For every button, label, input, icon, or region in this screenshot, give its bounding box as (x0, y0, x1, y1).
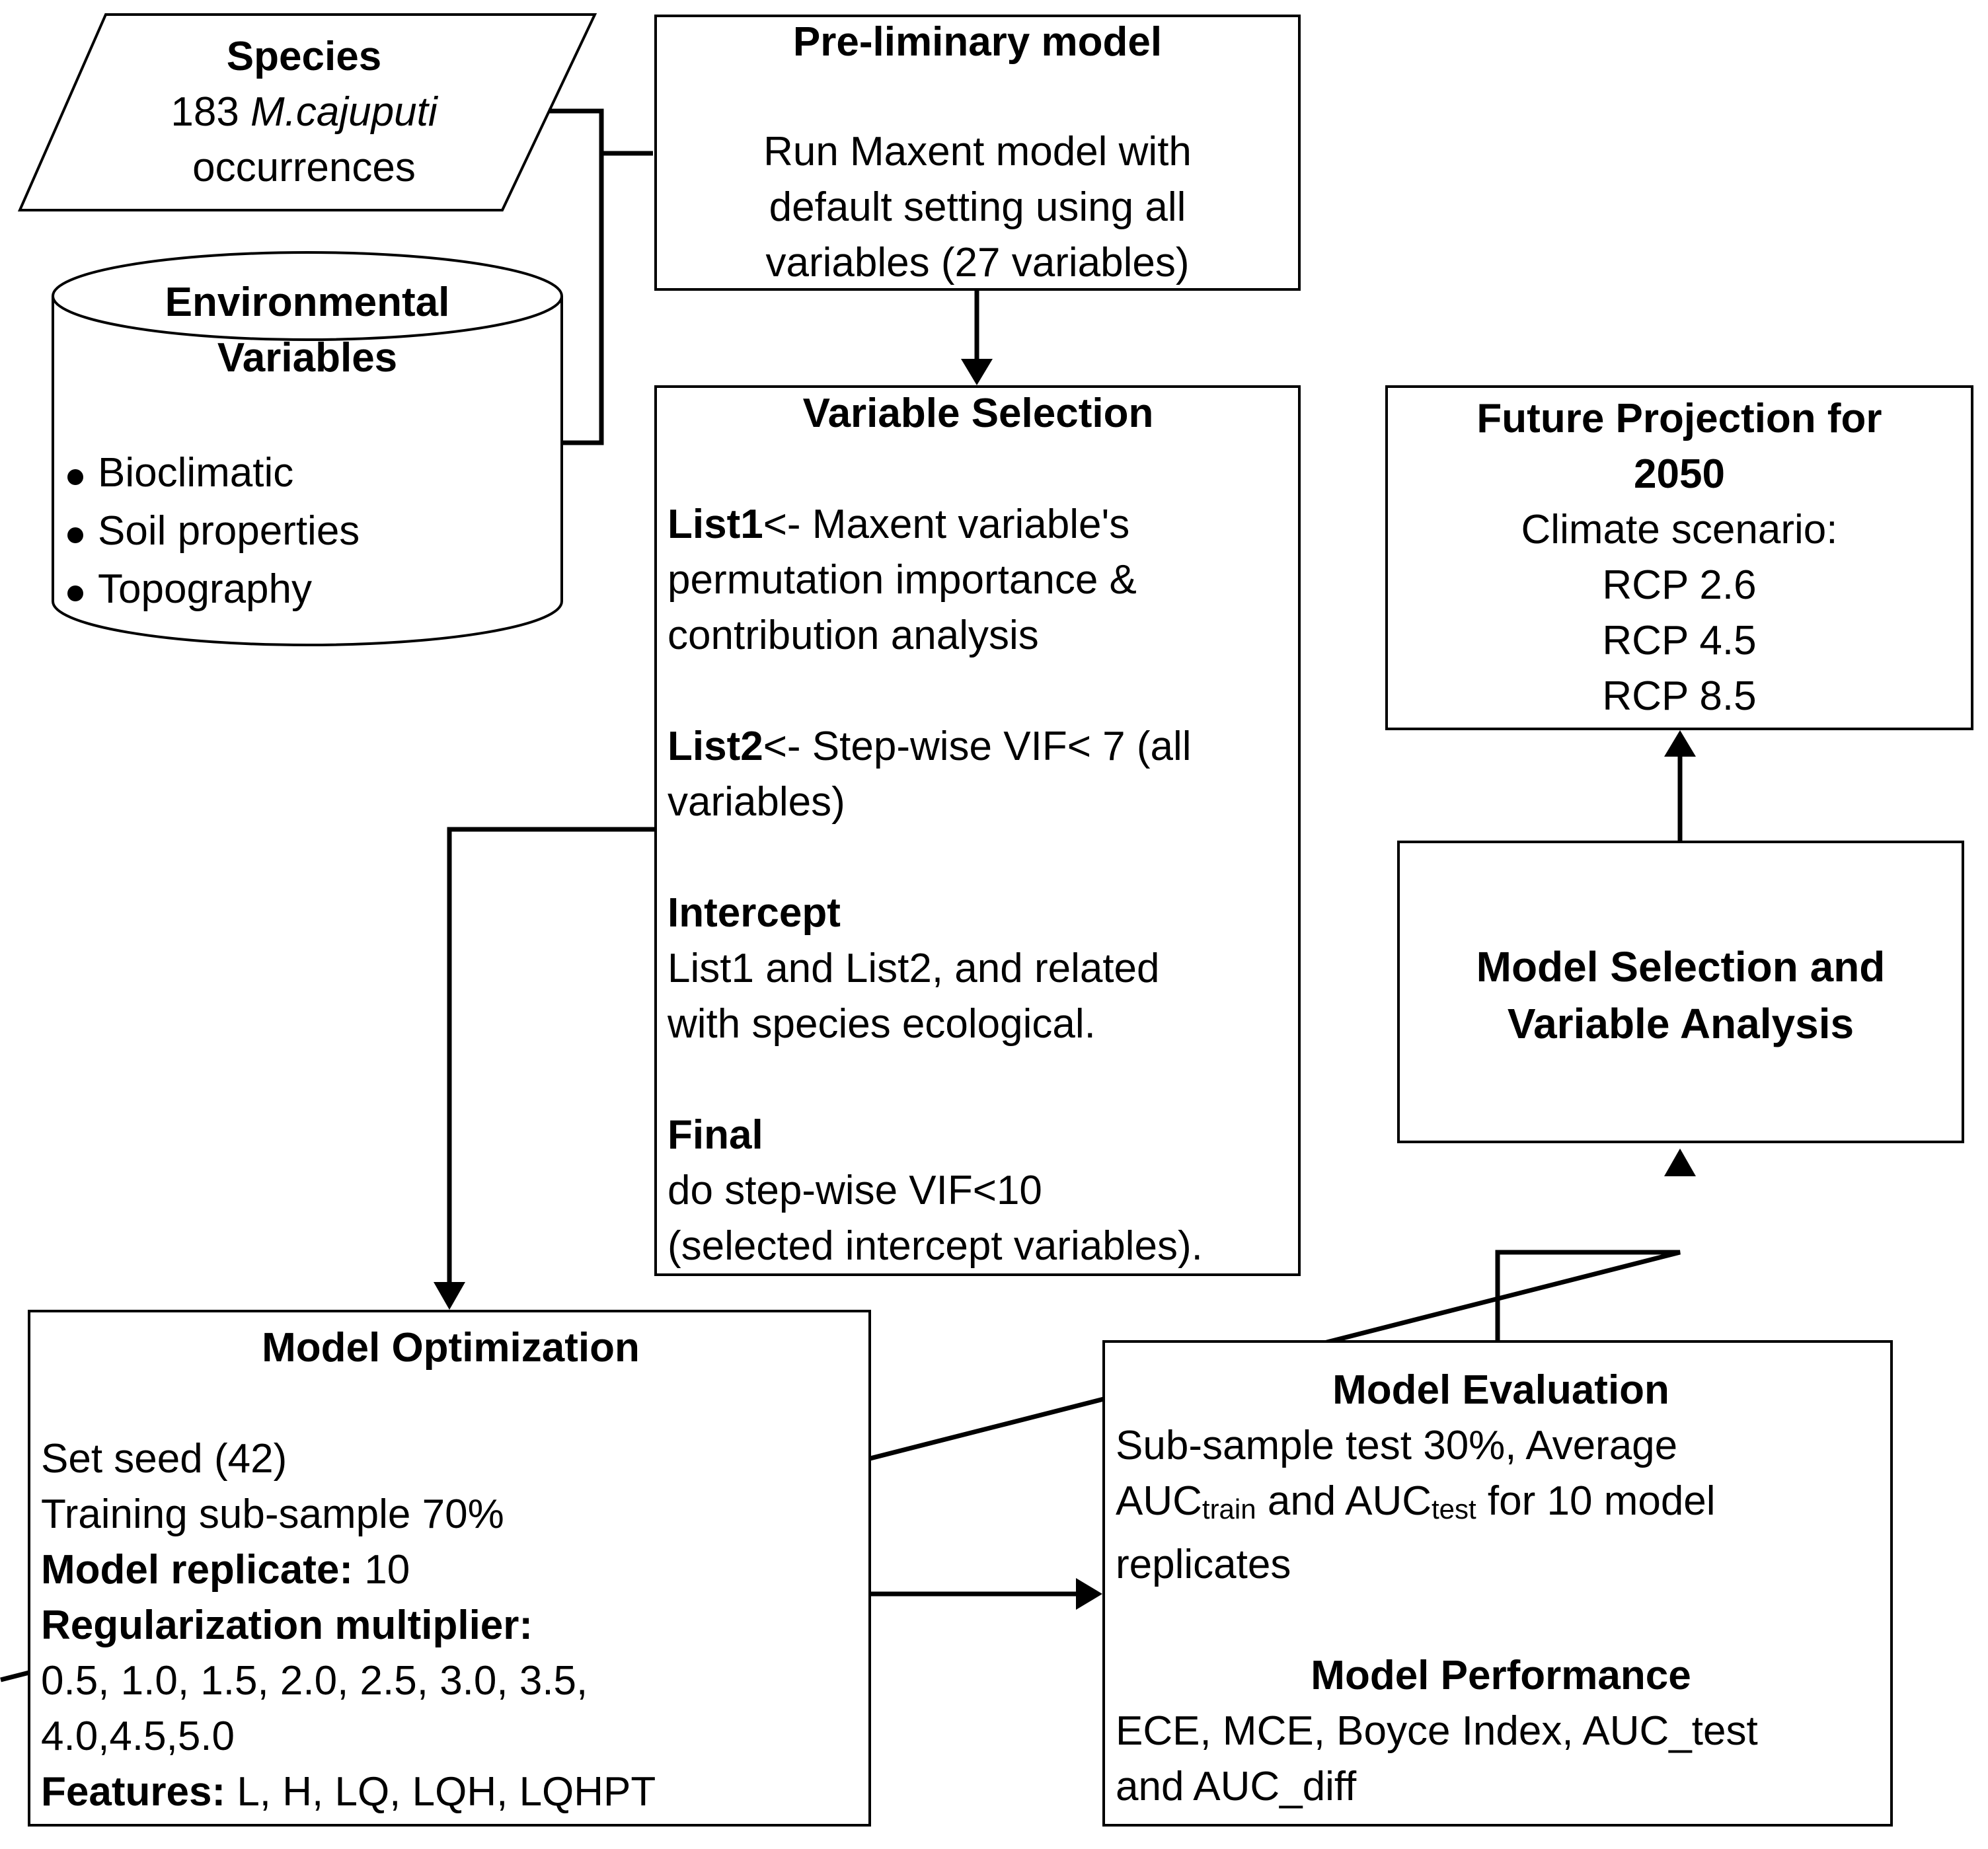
prelim-text: Pre-liminary model Run Maxent model with… (657, 15, 1298, 291)
prelim-body-2: default setting using all (769, 184, 1186, 230)
env-item-soil: Soil properties (63, 502, 539, 560)
varsel-final-label: Final (668, 1112, 763, 1158)
optimization-features-value: L, H, LQ, LQH, LQHPT (225, 1769, 656, 1815)
env-items: Bioclimatic Soil properties Topography (63, 444, 539, 619)
varsel-list1-cont-2: contribution analysis (668, 613, 1039, 658)
varsel-text: Variable Selection List1<- Maxent variab… (668, 386, 1295, 1274)
arrowhead-future (1664, 730, 1696, 757)
env-title-line2: Variables (217, 335, 398, 381)
selection-title-2: Variable Analysis (1507, 1000, 1854, 1047)
varsel-list1-label: List1 (668, 502, 763, 547)
varsel-list1-text: <- Maxent variable's (763, 502, 1130, 547)
species-node: Species 183 M.cajuputi occurrences (99, 29, 509, 196)
arrowhead-varsel (961, 359, 993, 385)
performance-text-2: and AUC_diff (1116, 1764, 1357, 1809)
arrow-varsel-to-optimization (447, 827, 654, 1282)
future-title-2: 2050 (1634, 451, 1725, 497)
evaluation-line1: Sub-sample test 30%, Average (1116, 1423, 1678, 1468)
optimization-reg-label: Regularization multiplier: (41, 1603, 533, 1648)
prelim-title: Pre-liminary model (792, 19, 1163, 65)
performance-title: Model Performance (1311, 1653, 1691, 1698)
varsel-title: Variable Selection (802, 391, 1154, 436)
evaluation-box (1102, 1340, 1893, 1827)
evaluation-text: Model Evaluation Sub-sample test 30%, Av… (1116, 1363, 1886, 1815)
arrowhead-selection (1664, 1149, 1696, 1176)
env-title: Environmental Variables (93, 275, 522, 386)
species-suffix: occurrences (192, 145, 416, 190)
selection-title-1: Model Selection and (1476, 943, 1886, 991)
selection-text: Model Selection and Variable Analysis (1400, 938, 1962, 1052)
future-box (1385, 385, 1973, 730)
optimization-replicate: Model replicate: 10 (41, 1542, 860, 1598)
arrowhead-optimization (434, 1282, 465, 1310)
env-title-line1: Environmental (165, 280, 450, 325)
future-scenario-1: RCP 2.6 (1602, 562, 1757, 608)
prelim-box (654, 15, 1301, 291)
evaluation-line3: replicates (1116, 1542, 1291, 1587)
optimization-title: Model Optimization (262, 1325, 640, 1371)
future-title-1: Future Projection for (1476, 396, 1882, 441)
evaluation-line2: AUCtrain and AUCtest for 10 model (1116, 1474, 1886, 1537)
evaluation-train-sub: train (1202, 1493, 1256, 1525)
future-text: Future Projection for 2050 Climate scena… (1388, 391, 1971, 724)
evaluation-and: and AUC (1256, 1478, 1432, 1524)
varsel-intercept-label: Intercept (668, 890, 841, 936)
varsel-intercept-text-2: with species ecological. (668, 1001, 1096, 1047)
performance-text-1: ECE, MCE, Boyce Index, AUC_test (1116, 1708, 1758, 1754)
optimization-replicate-label: Model replicate: (41, 1547, 353, 1593)
env-item-bioclimatic: Bioclimatic (63, 444, 539, 502)
varsel-list2: List2<- Step-wise VIF< 7 (all (668, 719, 1295, 774)
evaluation-title: Model Evaluation (1332, 1367, 1669, 1413)
varsel-final-text-1: do step-wise VIF<10 (668, 1168, 1042, 1213)
environmental-cylinder (52, 251, 563, 646)
optimization-features: Features: L, H, LQ, LQH, LQHPT (41, 1764, 860, 1820)
varsel-list2-text: <- Step-wise VIF< 7 (all (763, 724, 1192, 769)
species-count-line: 183 M.cajuputi (99, 85, 509, 140)
prelim-body-1: Run Maxent model with (763, 129, 1192, 174)
future-scenario-3: RCP 8.5 (1602, 673, 1757, 719)
species-name: M.cajuputi (250, 89, 438, 135)
optimization-replicate-value: 10 (353, 1547, 410, 1593)
varsel-list1: List1<- Maxent variable's (668, 497, 1295, 552)
optimization-features-label: Features: (41, 1769, 226, 1815)
varsel-list2-label: List2 (668, 724, 763, 769)
optimization-training: Training sub-sample 70% (41, 1491, 504, 1537)
varsel-final-text-2: (selected intercept variables). (668, 1223, 1203, 1269)
species-parallelogram (17, 13, 597, 211)
optimization-box (28, 1310, 871, 1827)
optimization-seed: Set seed (42) (41, 1436, 287, 1482)
species-title: Species (226, 34, 382, 79)
varsel-list1-cont-1: permutation importance & (668, 557, 1137, 603)
future-scenario-2: RCP 4.5 (1602, 618, 1757, 663)
connector-species-bracket (549, 108, 604, 445)
varsel-intercept-text-1: List1 and List2, and related (668, 946, 1160, 991)
varsel-list2-cont: variables) (668, 779, 845, 825)
evaluation-auc: AUC (1116, 1478, 1202, 1524)
evaluation-test-sub: test (1432, 1493, 1476, 1525)
prelim-body-3: variables (27 variables) (765, 240, 1190, 285)
species-count: 183 (171, 89, 239, 135)
optimization-text: Model Optimization Set seed (42) Trainin… (41, 1320, 860, 1820)
evaluation-line2-rest: for 10 model (1476, 1478, 1716, 1524)
selection-box (1397, 841, 1964, 1143)
env-item-topography: Topography (63, 560, 539, 619)
arrowhead-evaluation (1076, 1578, 1102, 1610)
future-scenario-label: Climate scenario: (1521, 507, 1838, 552)
optimization-reg-values-1: 0.5, 1.0, 1.5, 2.0, 2.5, 3.0, 3.5, (41, 1658, 588, 1704)
varsel-box (654, 385, 1301, 1276)
optimization-reg-values-2: 4.0,4.5,5.0 (41, 1714, 235, 1759)
